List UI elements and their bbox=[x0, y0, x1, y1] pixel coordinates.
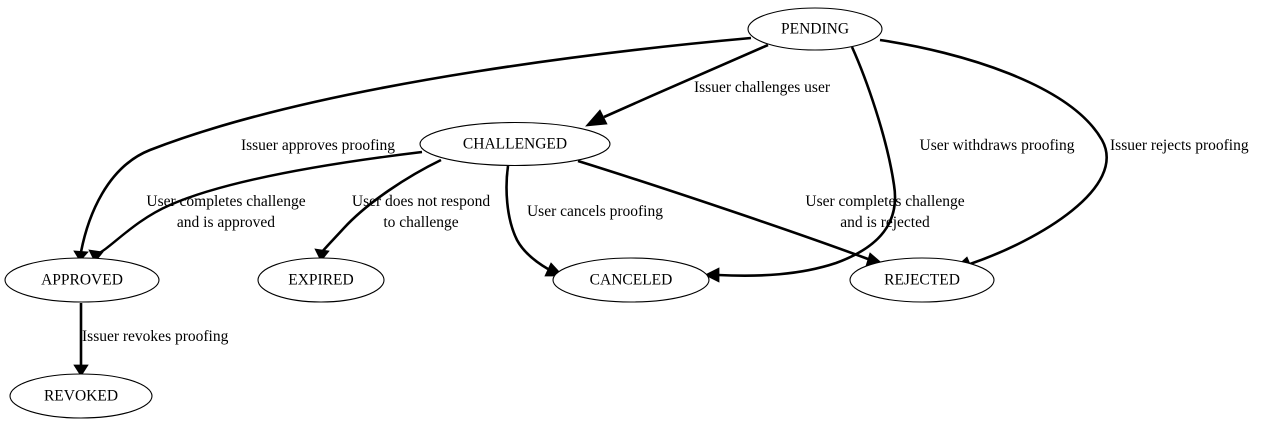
node-rejected[interactable]: REJECTED bbox=[849, 257, 995, 303]
node-revoked-shape[interactable] bbox=[9, 373, 153, 419]
edge-approved-revoked bbox=[73, 303, 89, 377]
node-rejected-label: REJECTED bbox=[884, 272, 960, 289]
edge-label-pending-challenged: Issuer challenges user bbox=[694, 79, 831, 96]
edge-approved-revoked-arrowhead bbox=[73, 364, 89, 377]
node-expired-shape[interactable] bbox=[257, 257, 385, 303]
edge-pending-canceled bbox=[704, 46, 897, 283]
edge-label-challenged-expired-line1: User does not respond bbox=[352, 193, 490, 210]
node-revoked[interactable]: REVOKED bbox=[9, 373, 153, 419]
node-challenged-label: CHALLENGED bbox=[463, 136, 567, 153]
edge-challenged-approved-arrowhead bbox=[88, 249, 104, 263]
edge-pending-approved-path bbox=[79, 36, 752, 253]
edge-pending-canceled-path bbox=[717, 46, 897, 277]
node-approved[interactable]: APPROVED bbox=[4, 257, 160, 303]
edge-label-challenged-approved-line2: and is approved bbox=[177, 214, 275, 231]
edge-pending-rejected bbox=[879, 38, 1108, 272]
node-canceled-label: CANCELED bbox=[590, 272, 673, 289]
edge-label-pending-approved: Issuer approves proofing bbox=[241, 137, 395, 154]
edge-challenged-expired bbox=[314, 158, 442, 262]
node-pending[interactable]: PENDING bbox=[747, 7, 883, 51]
edge-challenged-approved-path bbox=[96, 150, 423, 256]
node-pending-label: PENDING bbox=[781, 21, 849, 38]
edge-pending-approved-arrowhead bbox=[73, 250, 89, 262]
edge-pending-canceled-arrowhead bbox=[704, 267, 720, 283]
edge-label-pending-rejected: Issuer rejects proofing bbox=[1110, 137, 1249, 154]
edge-pending-challenged bbox=[585, 43, 769, 127]
edge-label-challenged-canceled: User cancels proofing bbox=[527, 203, 663, 220]
node-canceled[interactable]: CANCELED bbox=[552, 257, 710, 303]
edge-challenged-expired-path bbox=[320, 158, 442, 253]
edge-label-challenged-rejected-line1: User completes challenge bbox=[805, 193, 964, 210]
node-approved-label: APPROVED bbox=[41, 272, 123, 289]
edge-challenged-canceled bbox=[505, 165, 564, 277]
node-canceled-shape[interactable] bbox=[552, 257, 710, 303]
edge-pending-approved bbox=[73, 36, 752, 262]
edge-pending-challenged-path bbox=[603, 43, 769, 119]
edge-challenged-canceled-path bbox=[505, 165, 549, 271]
edge-label-challenged-expired-line2: to challenge bbox=[383, 214, 458, 231]
node-pending-shape[interactable] bbox=[747, 7, 883, 51]
edge-challenged-expired-arrowhead bbox=[314, 248, 330, 262]
edge-pending-challenged-arrowhead bbox=[585, 109, 608, 127]
edge-label-pending-canceled: User withdraws proofing bbox=[920, 137, 1075, 154]
edge-label-challenged-rejected-line2: and is rejected bbox=[840, 214, 930, 231]
node-expired-label: EXPIRED bbox=[288, 272, 353, 289]
edge-pending-rejected-path bbox=[879, 38, 1108, 266]
edge-challenged-approved bbox=[88, 150, 423, 263]
node-revoked-label: REVOKED bbox=[44, 388, 118, 405]
edge-label-approved-revoked: Issuer revokes proofing bbox=[82, 328, 229, 345]
node-rejected-shape[interactable] bbox=[849, 257, 995, 303]
node-expired[interactable]: EXPIRED bbox=[257, 257, 385, 303]
edge-challenged-rejected-path bbox=[577, 159, 869, 261]
edge-label-challenged-approved-line1: User completes challenge bbox=[146, 193, 305, 210]
node-challenged-shape[interactable] bbox=[419, 121, 611, 167]
node-approved-shape[interactable] bbox=[4, 257, 160, 303]
node-challenged[interactable]: CHALLENGED bbox=[419, 121, 611, 167]
